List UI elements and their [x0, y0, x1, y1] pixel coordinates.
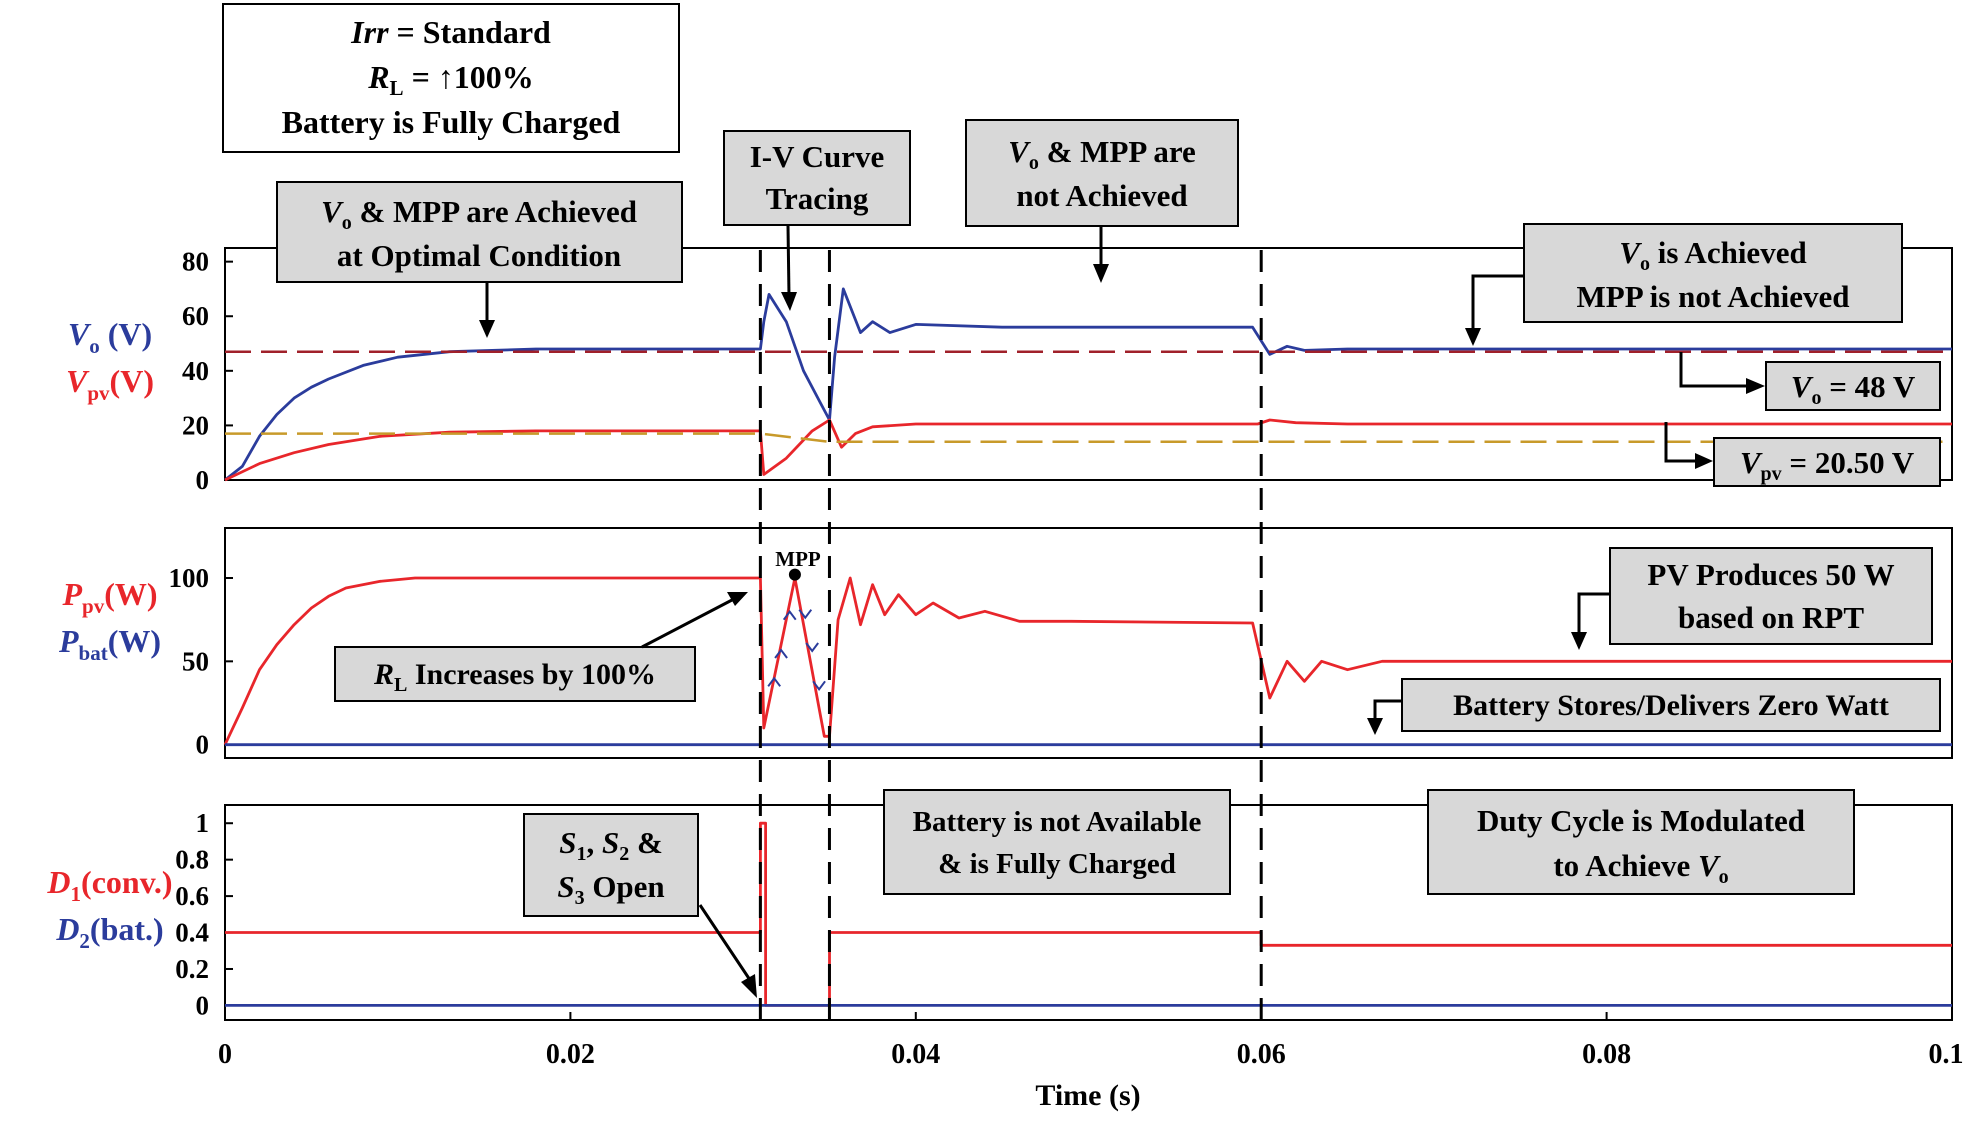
x-tick-label: 0.1 [1929, 1039, 1963, 1070]
annotation-battery-not-available: Battery is not Available & is Fully Char… [884, 790, 1230, 894]
x-axis-label: Time (s) [1035, 1079, 1140, 1112]
y-tick-label-duty: 0.8 [175, 845, 209, 875]
annotation-vo-mpp-not-arrowhead [1093, 264, 1109, 283]
annotation-rl-increase: RL Increases by 100% [335, 592, 748, 701]
annotation-conditions: Irr = Standard RL = ↑100% Battery is Ful… [223, 4, 679, 152]
annotation-vo-mpp-not: Vo & MPP are not Achieved [966, 120, 1238, 283]
annotation-rl-increase-arrow [642, 600, 732, 647]
annotation-duty-modulated-line2: to Achieve Vo [1553, 848, 1728, 888]
annotation-pv-produces-arrowhead [1571, 632, 1587, 650]
annotation-vo-achieved-arrow [1473, 276, 1524, 330]
annotation-duty-modulated: Duty Cycle is Modulated to Achieve Vo [1428, 790, 1854, 894]
annotation-vo-achieved: Vo is Achieved MPP is not Achieved [1465, 224, 1902, 346]
series-line-vpv_ref [225, 434, 1952, 442]
annotation-battery-not-available-line2: & is Fully Charged [938, 848, 1176, 880]
y-tick-label-duty: 0.6 [175, 881, 209, 911]
annotation-battery-zero-text: Battery Stores/Delivers Zero Watt [1453, 689, 1889, 722]
annotation-conditions-line1: Irr = Standard [350, 14, 551, 50]
y-axis-label-power-1: Pbat(W) [58, 623, 161, 665]
y-tick-label-power: 50 [182, 646, 209, 676]
annotation-vpv-2050: Vpv = 20.50 V [1666, 422, 1940, 486]
annotation-vo-mpp-achieved: Vo & MPP are Achieved at Optimal Conditi… [277, 182, 682, 338]
y-tick-label-power: 0 [196, 730, 210, 760]
y-tick-label-duty: 0 [196, 990, 210, 1020]
y-axis-label-power-0: Ppv(W) [61, 576, 157, 618]
annotation-switches-open-line1: S1, S2 & [559, 825, 663, 865]
y-tick-label-power: 100 [169, 563, 210, 593]
annotation-battery-zero-arrowhead [1367, 718, 1383, 735]
annotation-vpv-2050-arrowhead [1695, 453, 1713, 469]
annotation-switches-open-line2: S3 Open [557, 869, 664, 909]
annotation-pv-produces-line2: based on RPT [1678, 600, 1864, 635]
annotation-vo-achieved-arrowhead [1465, 328, 1481, 346]
annotation-iv-curve-line2: Tracing [766, 181, 869, 216]
y-tick-label-duty: 0.4 [175, 918, 209, 948]
y-axis-label-voltage-1: Vpv(V) [66, 363, 154, 405]
annotation-battery-zero: Battery Stores/Delivers Zero Watt [1367, 679, 1940, 735]
annotation-switches-open-arrow [700, 905, 750, 980]
annotation-vo-mpp-achieved-line2: at Optimal Condition [337, 238, 621, 273]
annotation-conditions-line3: Battery is Fully Charged [282, 104, 621, 140]
annotation-duty-modulated-line1: Duty Cycle is Modulated [1477, 803, 1805, 838]
annotation-vo-48-text: Vo = 48 V [1791, 369, 1916, 409]
annotation-switches-open: S1, S2 & S3 Open [524, 814, 757, 998]
annotation-vo-mpp-achieved-arrowhead [479, 320, 495, 338]
y-tick-label-duty: 0.2 [175, 954, 209, 984]
annotation-vo-48-arrow [1681, 352, 1748, 386]
annotation-battery-not-available-line1: Battery is not Available [913, 806, 1202, 838]
y-axis-label-voltage-0: Vo (V) [68, 316, 152, 358]
x-tick-label: 0.06 [1237, 1039, 1286, 1070]
y-tick-label-voltage: 80 [182, 247, 209, 277]
mpp-marker-label: MPP [775, 547, 821, 571]
sweep-direction-marker [775, 650, 787, 658]
x-tick-label: 0 [218, 1039, 232, 1070]
x-tick-label: 0.04 [891, 1039, 940, 1070]
sweep-direction-marker [784, 612, 796, 620]
annotation-vo-48: Vo = 48 V [1681, 352, 1940, 410]
annotation-rl-increase-arrowhead [727, 592, 748, 606]
annotation-vo-mpp-achieved-line1: Vo & MPP are Achieved [321, 194, 637, 234]
annotation-iv-curve: I-V Curve Tracing [724, 131, 910, 311]
annotation-iv-curve-line1: I-V Curve [750, 139, 885, 174]
y-tick-label-voltage: 40 [182, 356, 209, 386]
annotation-pv-produces-line1: PV Produces 50 W [1647, 557, 1894, 592]
annotation-iv-curve-arrowhead [781, 292, 797, 311]
series-line-vpv [225, 420, 1952, 480]
annotation-vo-achieved-line2: MPP is not Achieved [1577, 279, 1850, 314]
annotation-battery-zero-arrow [1375, 701, 1402, 720]
annotation-vo-48-arrowhead [1746, 378, 1765, 394]
y-tick-label-voltage: 0 [196, 465, 210, 495]
annotation-switches-open-arrowhead [741, 974, 757, 998]
y-tick-layer: 0 20 40 60 80 0 50 100 0 0.2 0.4 0.6 0.8 1 [169, 247, 234, 1021]
annotation-pv-produces-arrow [1579, 594, 1610, 634]
x-tick-label: 0.02 [546, 1039, 595, 1070]
x-tick-label: 0.08 [1582, 1039, 1631, 1070]
y-axis-label-duty-1: D2(bat.) [55, 911, 163, 953]
y-tick-label-voltage: 20 [182, 410, 209, 440]
annotation-pv-produces: PV Produces 50 W based on RPT [1571, 548, 1932, 650]
annotation-iv-curve-arrow [788, 226, 789, 296]
y-label-layer: Vo (V) Vpv(V) Ppv(W) Pbat(W) D1(conv.) D2(bat… [46, 316, 172, 953]
y-tick-label-voltage: 60 [182, 301, 209, 331]
annotation-vo-mpp-not-line2: not Achieved [1016, 178, 1187, 213]
vertical-marker-layer [760, 250, 1261, 1020]
y-tick-label-duty: 1 [196, 808, 210, 838]
y-axis-label-duty-0: D1(conv.) [46, 864, 172, 906]
annotation-rl-increase-text: RL Increases by 100% [373, 658, 656, 696]
